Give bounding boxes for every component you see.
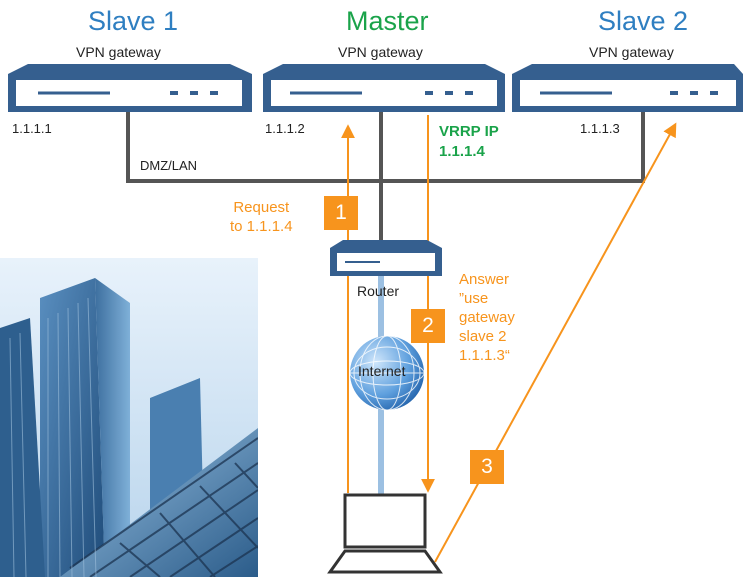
slave1-title: Slave 1 [88, 6, 179, 36]
vrrp-ip-label: VRRP IP 1.1.1.4 [439, 122, 499, 162]
answer-line2: ”use [459, 290, 489, 307]
router-device [330, 240, 442, 276]
step-3-badge: 3 [470, 450, 504, 484]
slave2-gateway-device [512, 64, 743, 112]
vrrp-ip-title: VRRP IP [439, 123, 499, 140]
answer-line4: slave 2 [459, 328, 507, 345]
slave2-title: Slave 2 [598, 6, 689, 36]
request-line1: Request [233, 199, 290, 216]
dmz-lan-bus [126, 112, 645, 183]
slave1-subtitle: VPN gateway [76, 44, 161, 60]
slave2-subtitle: VPN gateway [589, 44, 674, 60]
laptop-icon [327, 493, 443, 574]
router-label: Router [357, 283, 400, 299]
slave1-ip: 1.1.1.1 [12, 121, 52, 136]
answer-label: Answer ”use gateway slave 2 1.1.1.3“ [459, 270, 515, 365]
answer-line5: 1.1.1.3“ [459, 347, 510, 364]
vrrp-ip-address: 1.1.1.4 [439, 143, 485, 160]
step-2-badge: 2 [411, 309, 445, 343]
internet-globe-icon [349, 335, 425, 411]
skyscraper-photo [0, 258, 258, 577]
slave2-connection-arrow [434, 122, 677, 563]
skyscraper-illustration [0, 258, 258, 577]
step-1-badge: 1 [324, 196, 358, 230]
master-ip: 1.1.1.2 [265, 121, 305, 136]
master-subtitle: VPN gateway [338, 44, 423, 60]
slave2-ip: 1.1.1.3 [580, 121, 620, 136]
master-gateway-device [263, 64, 505, 112]
dmz-lan-label: DMZ/LAN [140, 158, 198, 173]
request-line2: to 1.1.1.4 [230, 218, 293, 235]
answer-line3: gateway [459, 309, 515, 326]
request-label: Request to 1.1.1.4 [230, 198, 293, 236]
master-title: Master [346, 6, 429, 36]
internet-label: Internet [358, 363, 406, 379]
slave1-gateway-device [8, 64, 252, 112]
answer-line1: Answer [459, 271, 510, 288]
